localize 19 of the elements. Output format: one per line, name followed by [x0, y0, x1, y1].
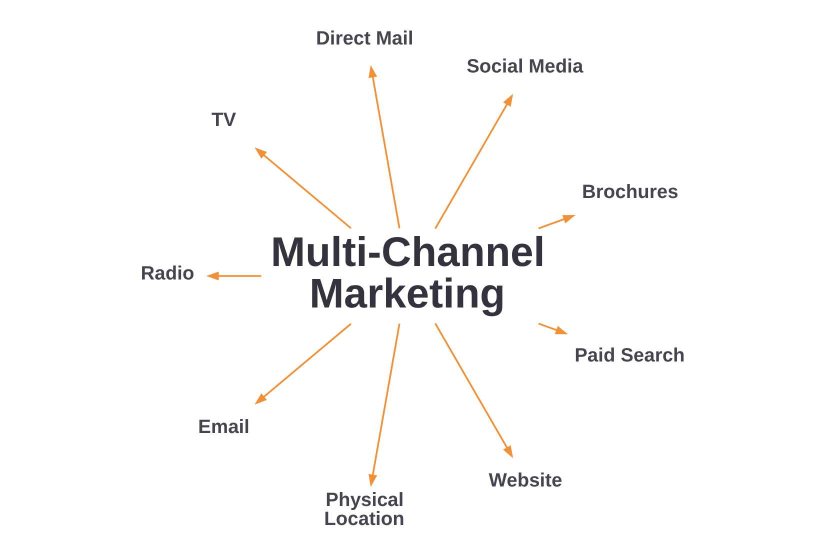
node-text: Physical Location: [324, 490, 404, 530]
node-text: Social Media: [466, 56, 584, 78]
arrow: [538, 322, 568, 334]
node-text: TV: [211, 110, 236, 131]
arrow: [434, 94, 514, 229]
node-text: Radio: [140, 264, 194, 285]
node-text: Brochures: [582, 182, 678, 203]
arrow: [254, 323, 352, 405]
node-text: Email: [198, 417, 250, 438]
arrow: [538, 215, 576, 230]
arrow: [368, 65, 400, 229]
arrow: [206, 272, 262, 280]
node-text: Paid Search: [574, 345, 685, 366]
arrow: [434, 323, 514, 458]
node-text: Website: [488, 470, 562, 492]
arrow: [254, 147, 352, 229]
node-text: Direct Mail: [316, 28, 414, 50]
node-text: Multi-Channel Marketing: [270, 228, 546, 317]
arrow: [368, 323, 400, 487]
